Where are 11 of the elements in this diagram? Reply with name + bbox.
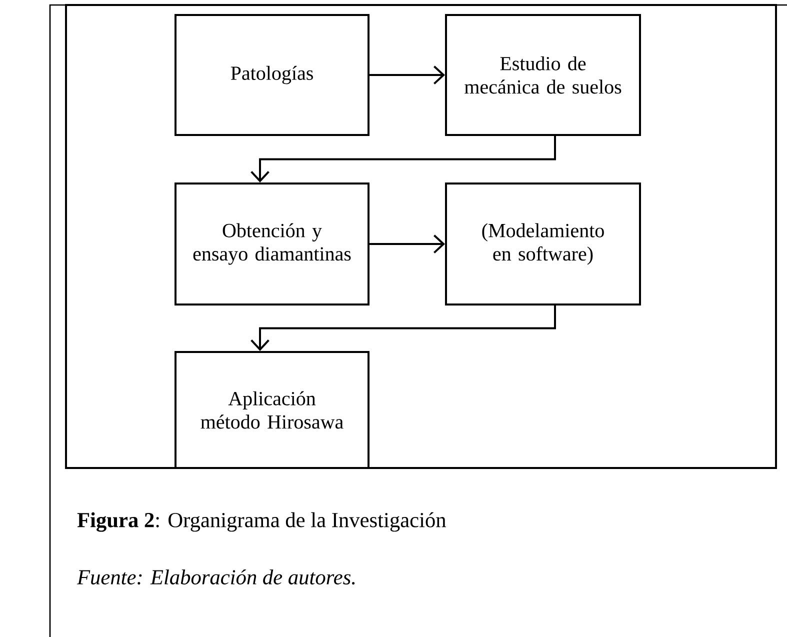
arrow	[370, 66, 445, 84]
arrow	[370, 234, 445, 254]
source-note: Fuente: Elaboración de autores.	[76, 569, 355, 585]
process-box: (Modelamiento en software)	[445, 182, 641, 306]
process-box: Aplicación método Hirosawa	[174, 351, 370, 469]
figure-caption: Figura 2: Organigrama de la Investigación	[77, 512, 446, 532]
arrow	[250, 306, 556, 351]
process-box: Estudio de mecánica de suelos	[445, 14, 641, 136]
arrow	[250, 136, 556, 183]
process-box: Obtención y ensayo diamantinas	[174, 182, 370, 306]
process-box: Patologías	[174, 14, 370, 136]
